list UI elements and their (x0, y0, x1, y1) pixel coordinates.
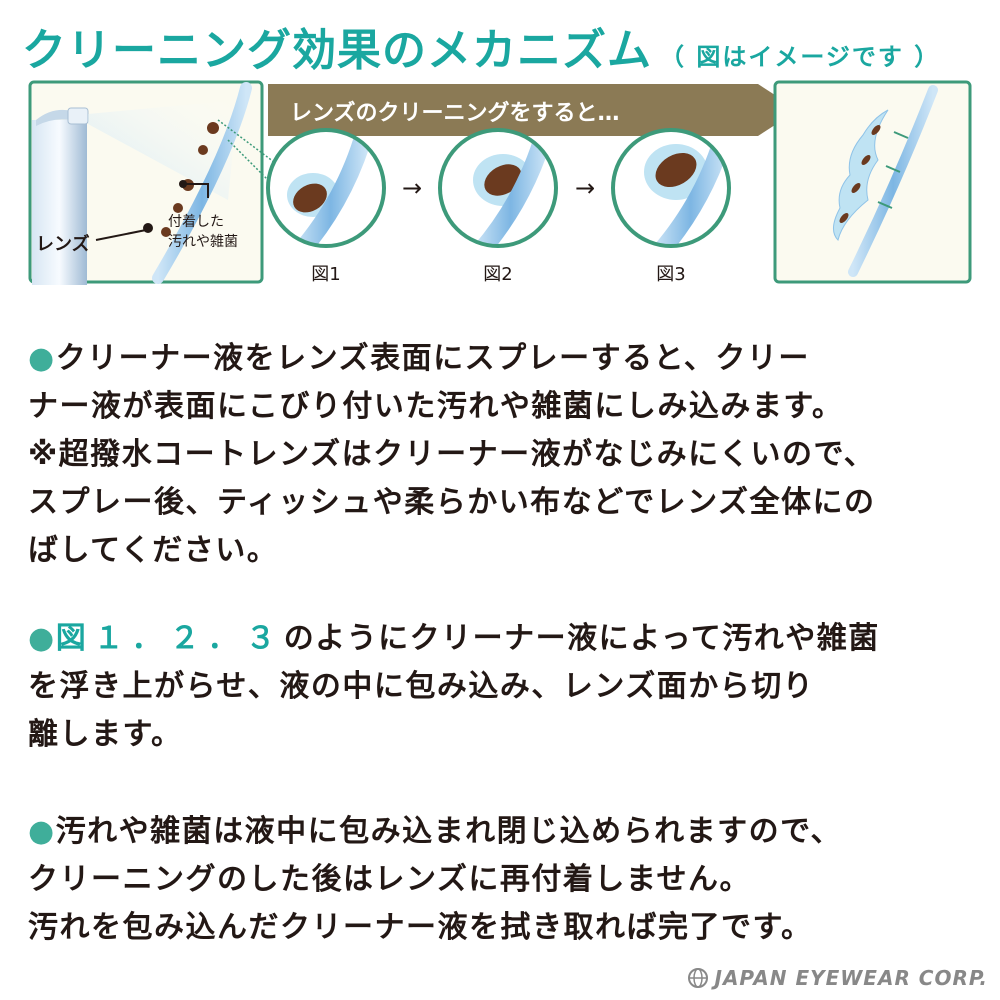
arrow-2: → (575, 174, 595, 202)
arrow-1: → (402, 174, 422, 202)
result-panel (773, 80, 972, 284)
title-main: クリーニング効果のメカニズム (22, 25, 652, 76)
figure-3: 図3 (611, 128, 731, 285)
figure-1: 図1 (266, 128, 386, 285)
paragraph-1: ●クリーナー液をレンズ表面にスプレーすると、クリー ナー液が表面にこびり付いた汚… (28, 335, 978, 575)
lens-edge (152, 82, 252, 284)
figure-reference: 図１．２．３ (55, 621, 284, 656)
title-note: （ 図はイメージです ） (660, 43, 941, 71)
banner-text: レンズのクリーニングをすると… (290, 100, 620, 126)
label-lens: レンズ (36, 233, 90, 255)
para3-line-2: クリーニングのした後はレンズに再付着しません。 (28, 862, 751, 897)
globe-icon (687, 968, 708, 988)
para1-line-4: スプレー後、ティッシュや柔らかい布などでレンズ全体にの (28, 485, 876, 520)
bullet: ● (28, 621, 56, 656)
para3-line-1: ●汚れや雑菌は液中に包み込まれ閉じ込められますので、 (28, 814, 842, 849)
page-title: クリーニング効果のメカニズム （ 図はイメージです ） (22, 14, 940, 78)
para2-line-2: を浮き上がらせ、液の中に包み込み、レンズ面から切り (28, 669, 815, 704)
spray-panel: レンズ 付着した 汚れや雑菌 (28, 80, 264, 285)
label-dirt-2: 汚れや雑菌 (168, 234, 238, 250)
para1-line-5: ばしてください。 (28, 533, 279, 568)
para2-line-3: 離します。 (28, 717, 183, 752)
bullet: ● (28, 814, 56, 849)
label-dirt-1: 付着した (168, 214, 224, 230)
fig3-label: 図3 (656, 264, 685, 285)
para1-line-3: ※超撥水コートレンズはクリーナー液がなじみにくいので、 (28, 437, 876, 472)
para1-line-1: ●クリーナー液をレンズ表面にスプレーすると、クリー (28, 341, 810, 376)
fig1-label: 図1 (311, 264, 340, 285)
paragraph-3: ●汚れや雑菌は液中に包み込まれ閉じ込められますので、 クリーニングのした後はレン… (28, 808, 978, 952)
paragraph-2: ●図１．２．３のようにクリーナー液によって汚れや雑菌 を浮き上がらせ、液の中に包… (28, 615, 978, 759)
para2-line-1: ●図１．２．３のようにクリーナー液によって汚れや雑菌 (28, 621, 880, 656)
company-logo: JAPAN EYEWEAR CORP. (687, 966, 988, 990)
spray-can-icon (32, 107, 89, 285)
figure-2: 図2 (438, 128, 558, 285)
para1-line-2: ナー液が表面にこびり付いた汚れや雑菌にしみ込みます。 (28, 389, 844, 424)
company-name: JAPAN EYEWEAR CORP. (714, 966, 988, 990)
bullet: ● (28, 341, 56, 376)
banner: レンズのクリーニングをすると… (268, 84, 798, 136)
fig2-label: 図2 (483, 264, 512, 285)
mechanism-illustration: レンズ 付着した 汚れや雑菌 レンズのクリーニングをすると… 図1 → (28, 80, 973, 290)
spray-mist (88, 100, 238, 200)
para3-line-3: 汚れを包み込んだクリーナー液を拭き取れば完了です。 (28, 910, 813, 945)
